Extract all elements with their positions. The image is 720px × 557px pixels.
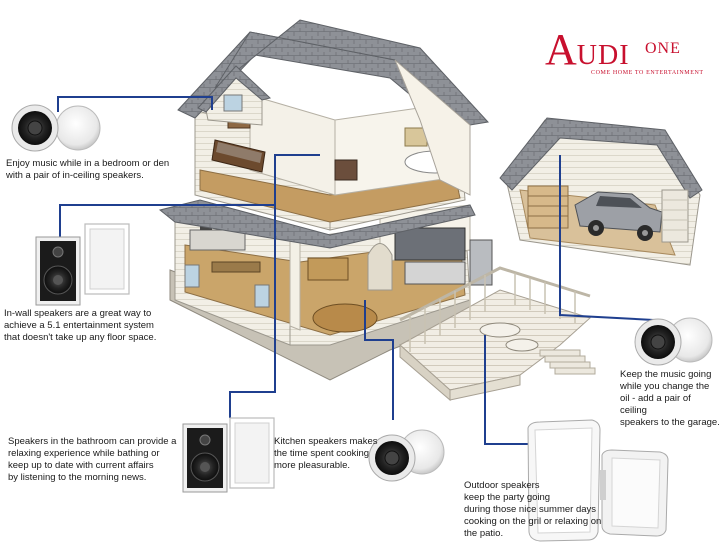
bedroom-ceiling-speakers — [11, 104, 101, 152]
garage-callout: Keep the music going while you change th… — [620, 369, 720, 428]
audio-one-logo: AUDI ONE COME HOME TO ENTERTAINMENT — [545, 28, 705, 78]
bathroom-inwall-speakers — [182, 417, 275, 493]
main-house — [158, 19, 493, 381]
inwall-speakers — [35, 223, 130, 306]
inwall-callout: In-wall speakers are a great way to achi… — [4, 308, 157, 343]
kitchen-callout: Kitchen speakers makes the time spent co… — [274, 436, 378, 471]
bathroom-leader — [229, 154, 320, 418]
logo-wordmark: AUDI — [545, 25, 630, 74]
outdoor-speakers — [527, 419, 669, 542]
garage — [499, 117, 703, 266]
garage-leader — [559, 155, 655, 321]
logo-one: ONE — [645, 40, 681, 57]
patio-deck — [399, 266, 596, 402]
bathroom-callout: Speakers in the bathroom can provide a r… — [8, 436, 177, 483]
outdoor-callout: Outdoor speakers keep the party going du… — [464, 480, 602, 539]
outdoor-leader — [484, 335, 528, 445]
suv-car — [574, 191, 663, 241]
garage-ceiling-speakers — [634, 317, 713, 366]
bedroom-leader — [57, 96, 213, 112]
leader-lines — [57, 96, 655, 445]
logo-tagline: COME HOME TO ENTERTAINMENT — [591, 70, 704, 76]
kitchen-ceiling-speakers — [368, 429, 445, 482]
kitchen-leader — [364, 300, 394, 420]
bedroom-callout: Enjoy music while in a bedroom or den wi… — [6, 158, 170, 181]
